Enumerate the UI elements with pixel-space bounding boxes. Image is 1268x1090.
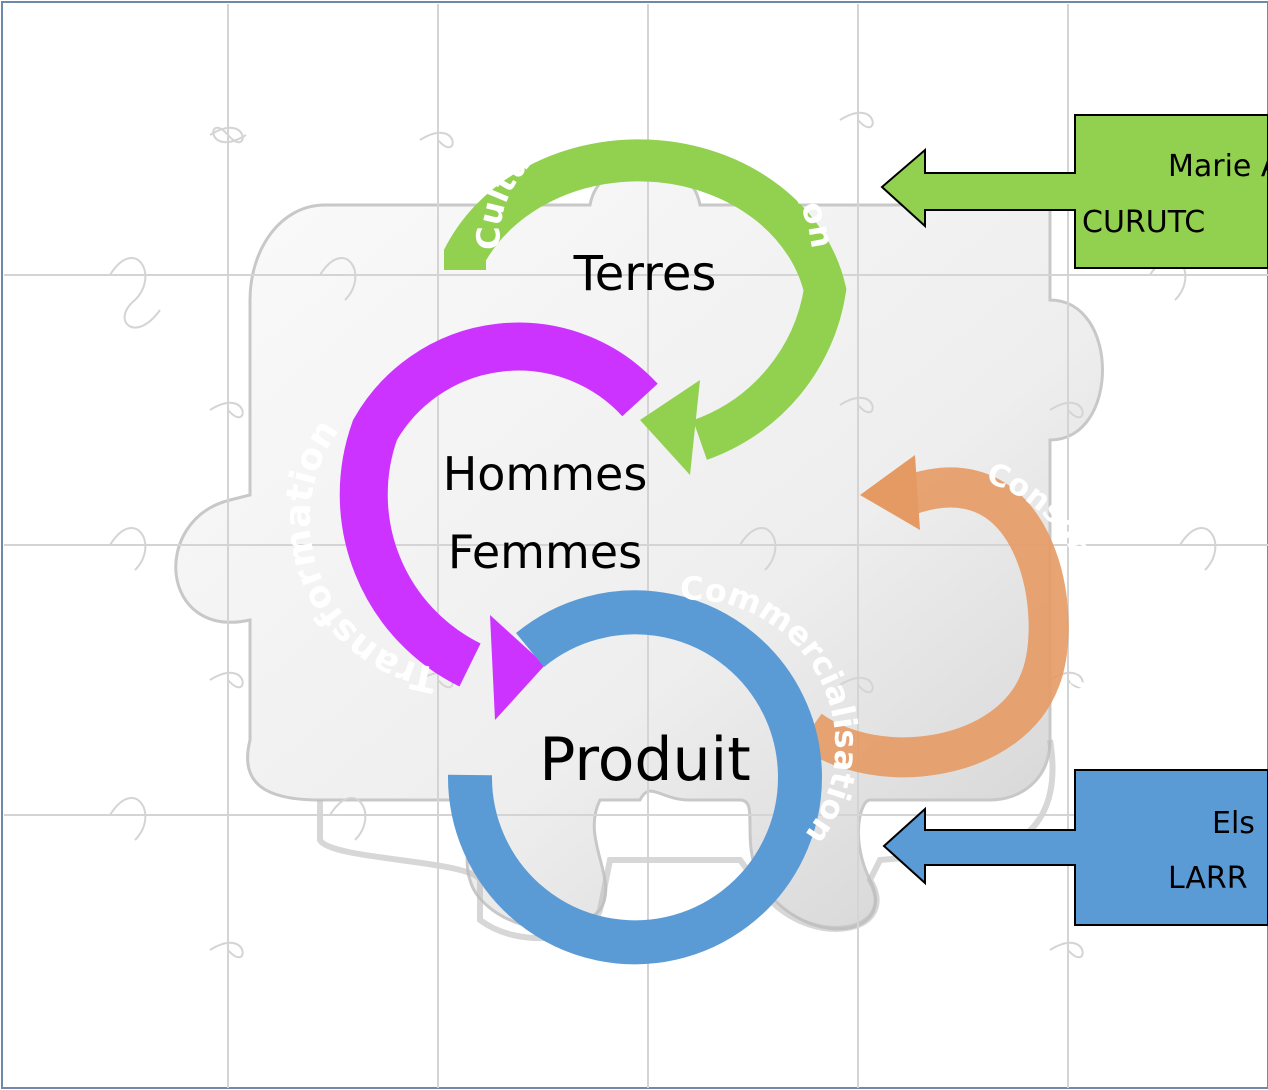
- blue-callout: Els LARR: [882, 769, 1268, 926]
- label-hommes: Hommes: [443, 447, 648, 501]
- green-callout: Marie A CURUTC: [880, 114, 1268, 269]
- label-produit: Produit: [539, 725, 751, 795]
- green-callout-line2: CURUTC: [1082, 205, 1205, 240]
- blue-cycle-arrow: [447, 590, 822, 965]
- green-callout-line1: Marie A: [1168, 149, 1268, 184]
- purple-cycle-arrow: [339, 322, 658, 720]
- puzzle-grid: [4, 4, 1268, 1088]
- blue-callout-line1: Els: [1212, 806, 1255, 841]
- label-terres: Terres: [573, 246, 717, 302]
- green-cycle-arrow: [444, 139, 847, 475]
- orange-cycle-arrow: [798, 455, 1069, 778]
- blue-callout-line2: LARR: [1168, 861, 1248, 896]
- label-femmes: Femmes: [448, 525, 642, 579]
